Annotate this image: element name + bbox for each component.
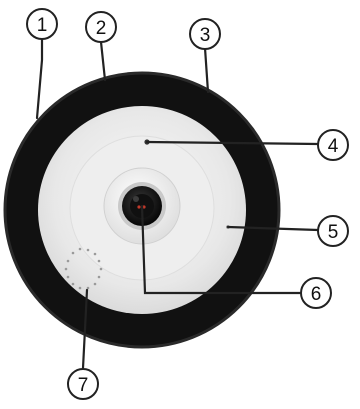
callout-5: 5 bbox=[317, 215, 349, 247]
leader-line-3 bbox=[203, 46, 210, 94]
leader-line-7 bbox=[81, 288, 89, 370]
callout-3: 3 bbox=[189, 18, 221, 50]
speaker-grille bbox=[64, 247, 103, 290]
leader-line-2 bbox=[99, 40, 107, 82]
callout-7: 7 bbox=[67, 368, 99, 400]
lens-reflection bbox=[133, 196, 139, 202]
callout-2: 2 bbox=[85, 11, 117, 43]
outer-ring-highlight bbox=[3, 71, 281, 349]
callout-1: 1 bbox=[26, 8, 58, 40]
callouts: 1 2 3 4 5 6 7 bbox=[26, 8, 349, 400]
leader-lines bbox=[35, 36, 320, 370]
callout-label-6: 6 bbox=[311, 284, 322, 305]
callout-label-2: 2 bbox=[96, 18, 107, 39]
callout-label-5: 5 bbox=[328, 222, 339, 243]
leader-line-4 bbox=[145, 140, 320, 146]
lens-red-dot-left bbox=[137, 205, 141, 209]
callout-label-3: 3 bbox=[200, 25, 211, 46]
callout-label-7: 7 bbox=[78, 375, 89, 396]
callout-label-1: 1 bbox=[37, 15, 48, 36]
callout-label-4: 4 bbox=[328, 136, 339, 157]
callout-6: 6 bbox=[300, 277, 332, 309]
lens-red-dot-right bbox=[142, 205, 146, 209]
leader-line-1 bbox=[35, 36, 44, 120]
leader-line-5 bbox=[226, 225, 320, 232]
leader-line-6 bbox=[140, 204, 302, 295]
callout-4: 4 bbox=[317, 129, 349, 161]
